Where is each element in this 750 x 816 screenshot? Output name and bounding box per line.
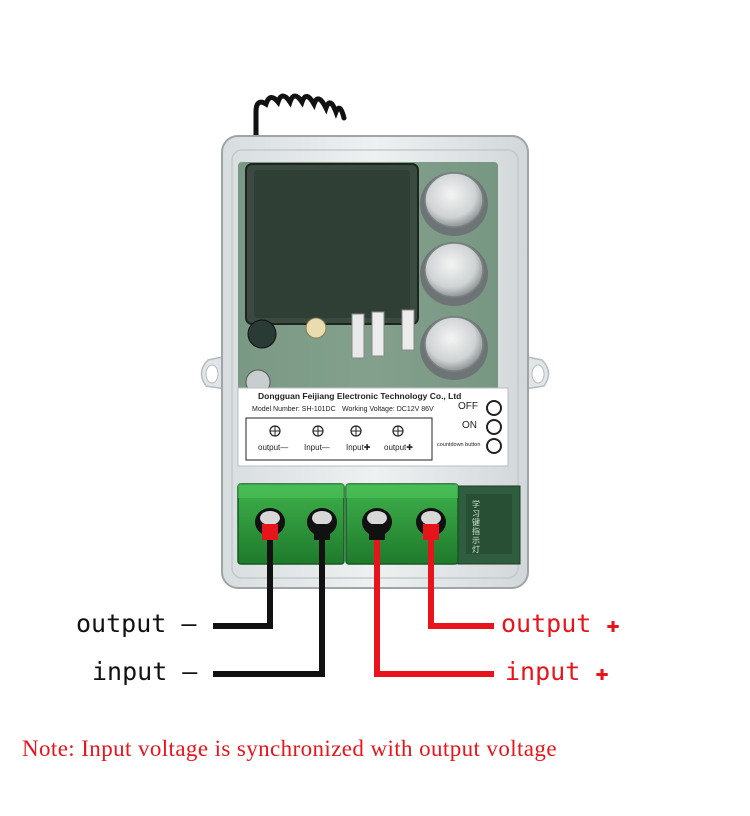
terminal-label-output-positive: output✚: [384, 443, 413, 452]
label-input-negative: input —: [92, 657, 198, 686]
terminal-label-output-negative: output—: [258, 443, 289, 452]
learn-key-label: 学习键 指示灯: [472, 500, 480, 554]
relay-module: [245, 163, 419, 325]
terminal-block-left: [237, 483, 345, 565]
note-text: Note: Input voltage is synchronized with…: [22, 736, 557, 761]
manufacturer-text: Dongguan Feijiang Electronic Technology …: [258, 391, 462, 401]
plus-icon: ✚: [606, 613, 620, 638]
antenna-coil: [253, 93, 347, 163]
plate-terminal-screws: [269, 425, 404, 437]
plus-icon: ✚: [595, 661, 609, 686]
label-output-negative: output —: [76, 609, 197, 638]
label-output-positive-text: output: [501, 609, 592, 638]
wire-output-positive: [423, 524, 494, 629]
working-voltage-text: Working Voltage: DC12V 86V: [342, 406, 434, 413]
terminal-label-input-negative: Input—: [304, 443, 330, 452]
off-indicator-icon: [486, 400, 502, 416]
label-plate: [237, 387, 509, 467]
on-label: ON: [462, 420, 477, 431]
countdown-indicator-icon: [486, 438, 502, 454]
terminal-label-input-positive: Input✚: [346, 443, 371, 452]
label-output-positive: output ✚: [501, 609, 620, 638]
on-indicator-icon: [486, 419, 502, 435]
round-button-middle[interactable]: [420, 242, 488, 306]
wire-output-negative: [213, 524, 278, 629]
wire-input-negative: [213, 524, 330, 677]
off-label: OFF: [458, 401, 478, 412]
label-input-positive-text: input: [505, 657, 581, 686]
learn-key-board: [457, 485, 521, 565]
label-input-positive: input ✚: [505, 657, 609, 686]
countdown-label: countdown button: [437, 442, 481, 448]
model-number-text: Model Number: SH-101DC: [252, 406, 336, 413]
wire-input-positive: [369, 524, 494, 677]
round-button-bottom[interactable]: [420, 316, 488, 380]
round-button-top[interactable]: [420, 172, 488, 236]
